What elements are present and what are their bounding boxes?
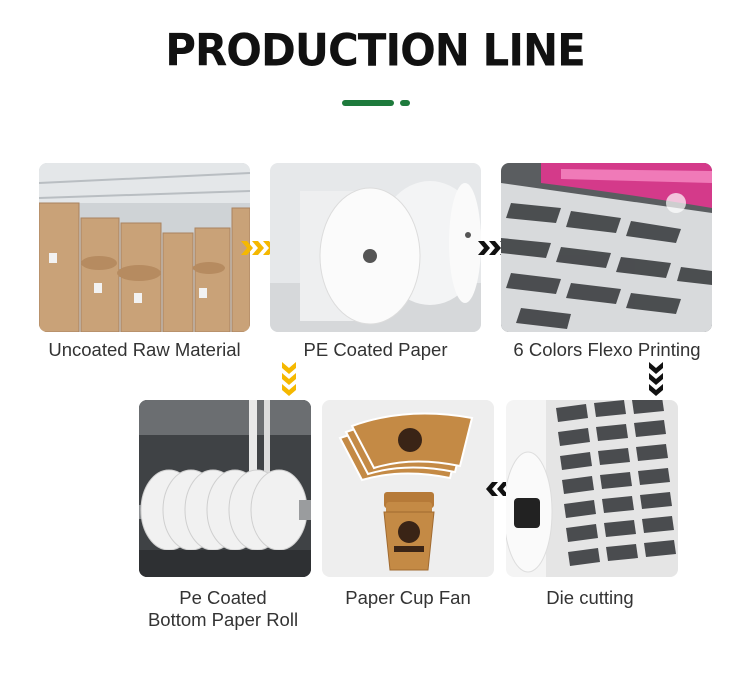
- pe-coated-paper-photo: [270, 163, 481, 332]
- flexo-printing-photo: [501, 163, 712, 332]
- bottom-paper-roll-photo: [139, 400, 311, 577]
- chevron-down-icon: [282, 362, 296, 396]
- paper-cup-fan-label: Paper Cup Fan: [345, 587, 471, 608]
- flexo-printing-label: 6 Colors Flexo Printing: [513, 339, 701, 360]
- die-cutting-label: Die cutting: [546, 587, 634, 608]
- raw-material-photo: [39, 163, 250, 332]
- raw-material-label: Uncoated Raw Material: [48, 339, 241, 360]
- page-title: PRODUCTION LINE: [165, 24, 586, 77]
- die-cutting-photo: [506, 400, 678, 577]
- pe-coated-paper-label: PE Coated Paper: [303, 339, 448, 360]
- chevron-down-icon: [649, 362, 663, 396]
- bottom-paper-roll-label-line1: Pe Coated: [179, 587, 267, 608]
- bottom-paper-roll-label-line2: Bottom Paper Roll: [147, 609, 299, 630]
- paper-cup-fan-photo: [322, 400, 494, 577]
